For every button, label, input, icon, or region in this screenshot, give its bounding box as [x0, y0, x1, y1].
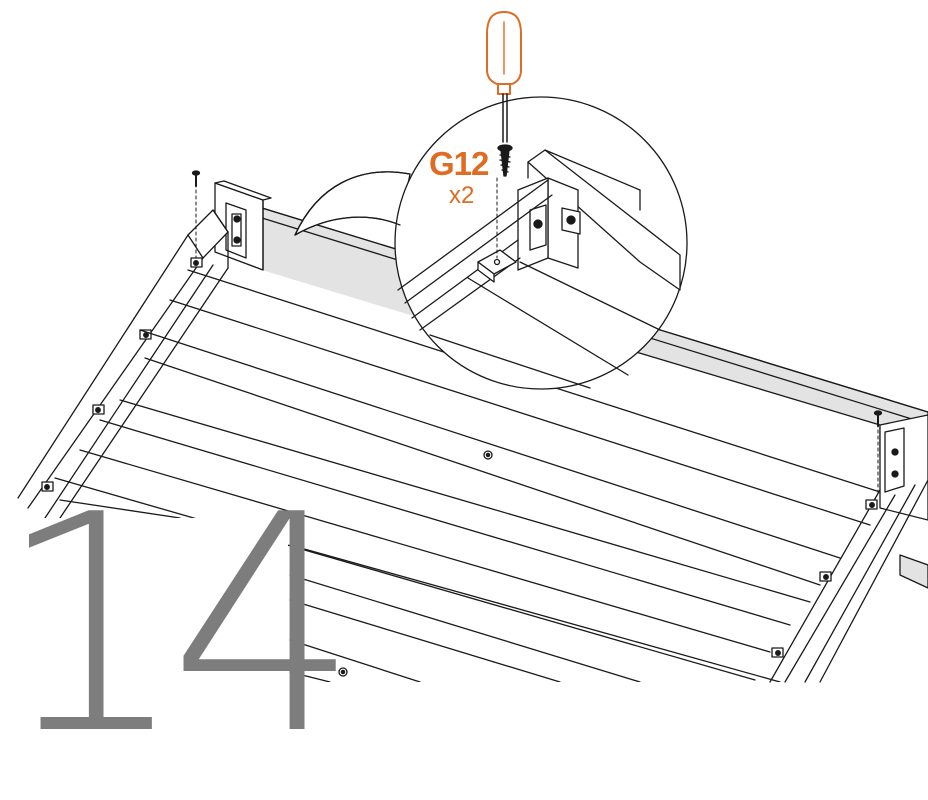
- right-screw: [873, 410, 883, 496]
- assembly-diagram: G12 x2 14: [0, 11, 928, 776]
- right-side-rail: [769, 479, 928, 683]
- part-quantity-label: x2: [449, 182, 475, 209]
- right-corner-post: [879, 414, 928, 521]
- left-side-rail: [17, 209, 229, 519]
- diagram-canvas: [0, 11, 928, 748]
- left-corner-post: [214, 180, 272, 271]
- step-number: 14: [0, 451, 360, 800]
- slat-screw-heads: [338, 450, 493, 677]
- screwdriver-icon: [486, 11, 522, 143]
- bottom-backdrop: [280, 682, 928, 748]
- number-backdrop: [0, 518, 288, 748]
- left-screw: [191, 170, 201, 259]
- zoom-callout: [294, 96, 688, 390]
- part-code-label: G12: [429, 145, 489, 182]
- callout-detail: [397, 149, 681, 389]
- screw-icon: [497, 144, 513, 177]
